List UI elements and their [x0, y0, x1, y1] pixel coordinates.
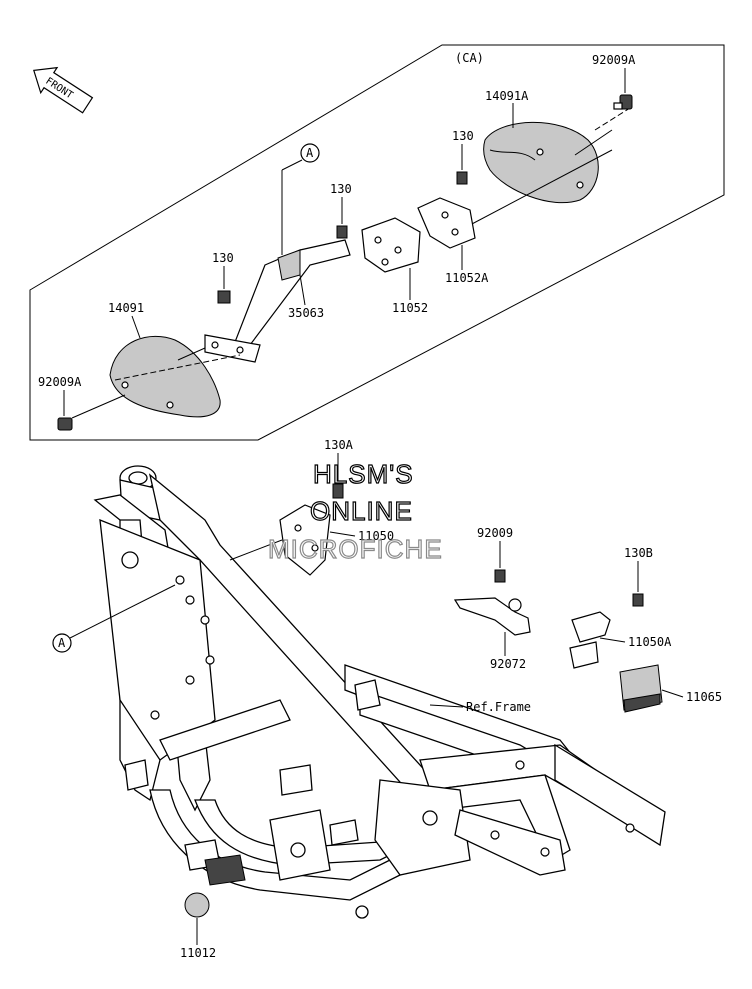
screw-92009 — [494, 569, 506, 583]
bolt-130A — [332, 483, 344, 499]
ref-marker-a-upper-label: A — [306, 146, 314, 160]
watermark-line-3: MICROFICHE — [268, 534, 443, 564]
ref-marker-a-upper — [300, 143, 320, 163]
label-130A: 130A — [324, 438, 354, 452]
watermark-line-2: ONLINE — [310, 496, 413, 526]
label-92009A-top: 92009A — [592, 53, 636, 67]
label-35063: 35063 — [288, 306, 324, 320]
cover-14091A — [483, 121, 599, 204]
screw-92009A-left — [57, 417, 73, 431]
ref-marker-a-lower-label: A — [58, 636, 66, 650]
label-11050A: 11050A — [628, 635, 672, 649]
bolt-130-a — [217, 290, 231, 304]
bracket-92072 — [453, 597, 531, 636]
label-130-a: 130 — [212, 251, 234, 265]
label-14091: 14091 — [108, 301, 144, 315]
label-130B: 130B — [624, 546, 653, 560]
label-92072: 92072 — [490, 657, 526, 671]
label-ref-frame: Ref.Frame — [466, 700, 531, 714]
label-11012: 11012 — [180, 946, 216, 960]
cover-14091 — [109, 335, 221, 418]
screw-92009A-top — [613, 94, 633, 110]
module-11065 — [619, 664, 663, 713]
bolt-130-b — [336, 225, 348, 239]
watermark-line-1: HLSM'S — [313, 459, 414, 489]
plug-11012 — [184, 892, 210, 918]
label-130-b: 130 — [330, 182, 352, 196]
label-11050: 11050 — [358, 529, 394, 543]
inset-panel-border — [29, 44, 725, 441]
label-130-c: 130 — [452, 129, 474, 143]
label-92009: 92009 — [477, 526, 513, 540]
front-arrow-icon: FRONT — [33, 66, 94, 114]
bracket-11050A — [569, 611, 611, 669]
label-11052: 11052 — [392, 301, 428, 315]
bracket-11052 — [361, 217, 421, 273]
watermark: HLSM'S ONLINE MICROFICHE — [267, 458, 443, 564]
bracket-11050 — [279, 504, 331, 576]
label-11065: 11065 — [686, 690, 722, 704]
label-11052A: 11052A — [445, 271, 489, 285]
ref-marker-a-lower — [52, 633, 72, 653]
label-14091A: 14091A — [485, 89, 529, 103]
bolt-130-c — [456, 171, 468, 185]
stay-35063 — [204, 239, 351, 363]
bracket-11052A — [417, 197, 476, 249]
ca-note: (CA) — [455, 51, 484, 65]
frame-assembly — [93, 465, 666, 919]
label-92009A-left: 92009A — [38, 375, 82, 389]
bolt-130B — [632, 593, 644, 607]
